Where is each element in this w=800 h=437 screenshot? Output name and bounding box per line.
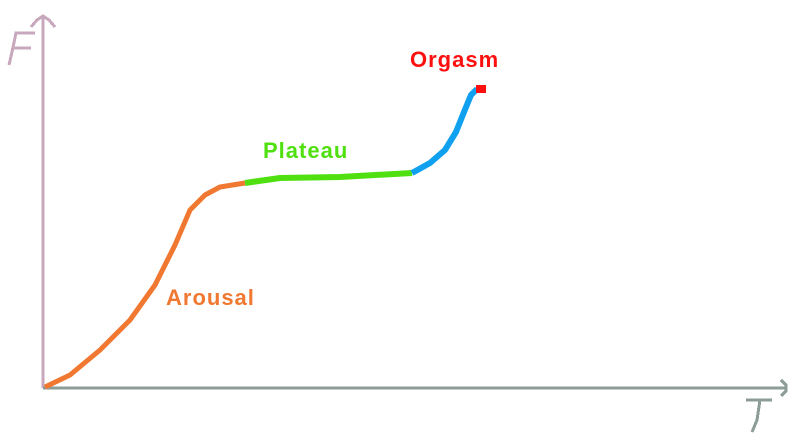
x-axis-arrow-icon [779,378,788,398]
arousal-curve [43,180,246,390]
plateau-label: Plateau [263,138,349,163]
y-axis [29,14,57,388]
y-axis-label-F [7,31,35,66]
orgasm-curve [410,86,480,176]
x-axis-label-T [746,398,772,433]
orgasm-peak-marker [476,85,486,93]
y-axis-arrow-icon [29,14,57,28]
arousal-label: Arousal [166,285,255,310]
orgasm-label: Orgasm [410,47,500,72]
plateau-curve [244,170,413,186]
x-axis [43,378,788,398]
